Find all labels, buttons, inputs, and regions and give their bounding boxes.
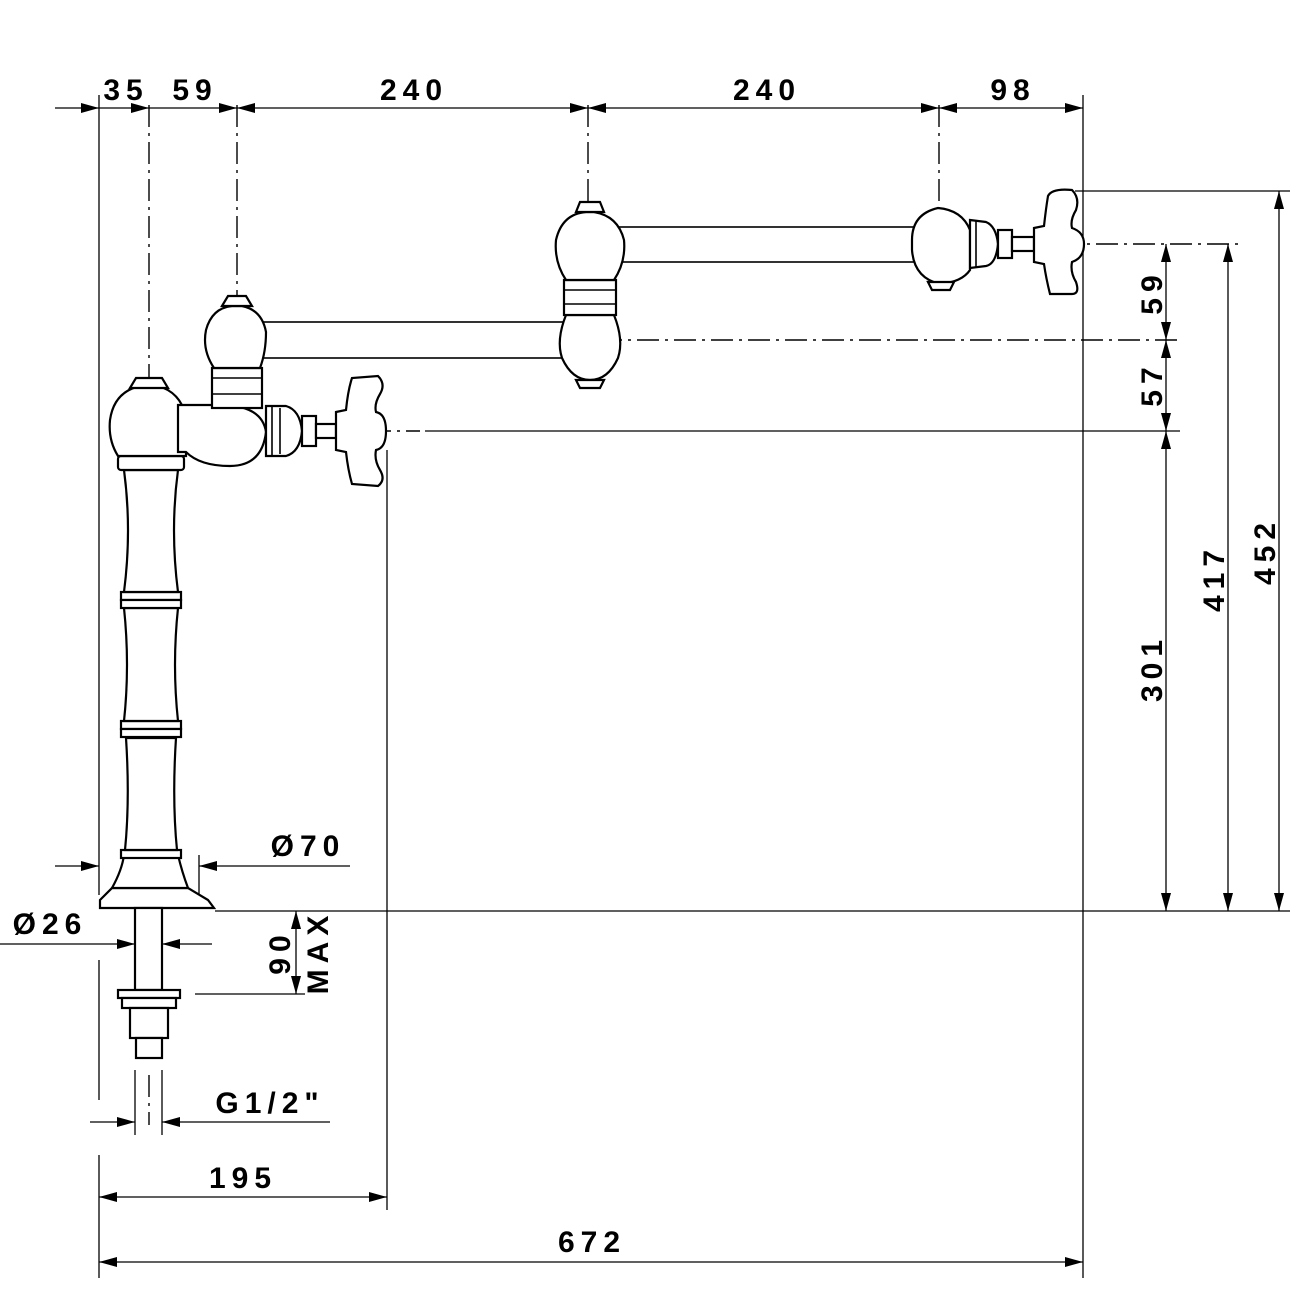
faucet-column — [98, 376, 217, 910]
dim-label-90: 90 — [264, 929, 297, 974]
dim-label-240-right: 240 — [733, 74, 801, 107]
dim-label-240-left: 240 — [380, 74, 448, 107]
dim-label-35: 35 — [103, 74, 148, 107]
dim-label-max: MAX — [302, 910, 335, 995]
bottom-dimensions: 195 672 — [99, 1162, 1083, 1267]
lower-swing-arm — [257, 321, 569, 359]
dim-label-57: 57 — [1136, 361, 1169, 406]
dim-label-dia-26: Ø26 — [13, 908, 88, 941]
right-dimensions: 59 57 301 417 452 — [1136, 191, 1284, 911]
extension-lines — [98, 95, 1290, 1278]
joint-3-spout-head — [910, 206, 1036, 292]
dim-label-417: 417 — [1198, 544, 1231, 612]
dim-label-59-top: 59 — [172, 74, 217, 107]
top-dimension-chain: 35 59 240 240 98 — [55, 74, 1083, 113]
valve-block — [176, 403, 268, 468]
lower-valve-handle — [264, 374, 388, 488]
dim-label-301: 301 — [1136, 634, 1169, 702]
dim-label-dia-70: Ø70 — [271, 830, 346, 863]
dim-label-98: 98 — [990, 74, 1035, 107]
dim-label-59-right: 59 — [1136, 269, 1169, 314]
upper-valve-handle — [1032, 188, 1086, 296]
upper-swing-arm — [611, 226, 921, 263]
dim-label-672: 672 — [558, 1226, 626, 1259]
dim-label-195: 195 — [209, 1162, 277, 1195]
dim-label-452: 452 — [1249, 517, 1282, 585]
dim-label-thread-g12: G1/2" — [215, 1087, 324, 1120]
mounting-shank — [116, 906, 182, 1060]
joint-1 — [203, 294, 268, 410]
joint-2 — [554, 200, 626, 390]
base-shank-dimensions: Ø70 Ø26 90 MAX G1/2" — [0, 830, 350, 1127]
faucet-body — [98, 188, 1086, 1060]
